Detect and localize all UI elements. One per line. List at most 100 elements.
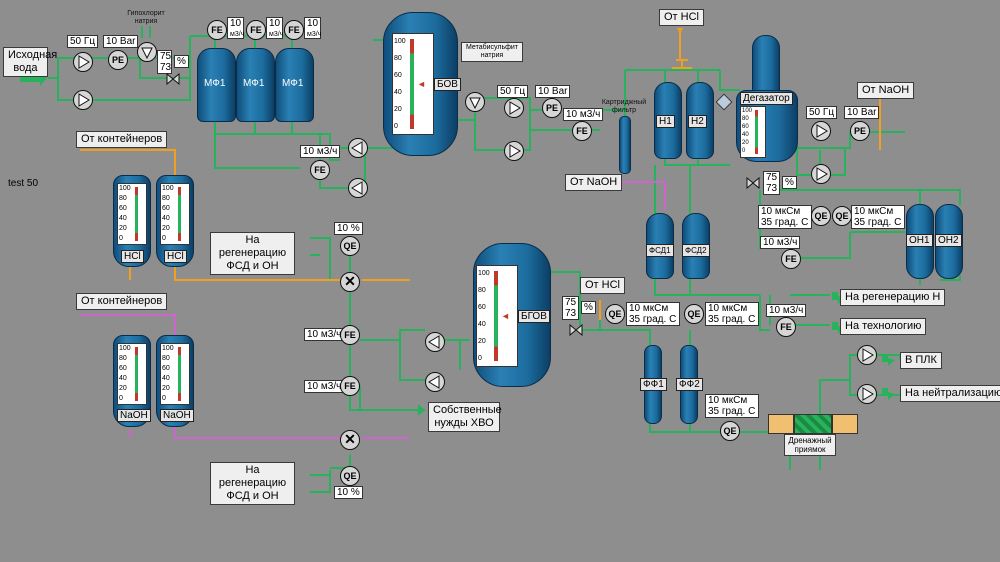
on-flow: 10 м3/ч [760, 236, 801, 249]
pe-bov[interactable]: PE [542, 98, 562, 118]
fe-mf1[interactable]: FE [207, 20, 227, 40]
fe-mid-b[interactable]: FE [340, 376, 360, 396]
pump-frequency: 50 Гц [67, 35, 99, 48]
bgov-hcl-label: От HCl [580, 277, 625, 294]
hcl-concentration: 10 % [334, 222, 363, 235]
naoh-mid-label: От NaOH [565, 174, 623, 191]
h1-name: Н1 [656, 115, 675, 128]
right-pressure: 10 Bar [844, 106, 880, 119]
test-label: test 50 [8, 178, 39, 189]
mid-flow-b: 10 м3/ч [304, 380, 345, 393]
qe-on-a[interactable]: QE [811, 206, 831, 226]
mf2-tank[interactable] [236, 48, 275, 122]
bov-return-flow: 10 м3/ч [300, 145, 341, 158]
fe-bov-return[interactable]: FE [310, 160, 330, 180]
bov-pressure: 10 Bar [535, 85, 571, 98]
inlet-pump-1[interactable] [73, 52, 93, 72]
naoh-concentration: 10 % [334, 486, 363, 499]
bov-return-pump-2[interactable] [348, 178, 368, 198]
bov-name: БОВ [434, 78, 461, 91]
plc-label: В ПЛК [900, 352, 942, 369]
dosing-pct-unit: % [174, 55, 189, 68]
fe-mf3[interactable]: FE [284, 20, 304, 40]
drain-pit-left [768, 414, 794, 434]
naoh-tank-1-name: NaOH [117, 409, 151, 422]
naoh-mixer[interactable]: ✕ [340, 430, 360, 450]
mf1-tank[interactable] [197, 48, 236, 122]
drain-pump-1[interactable] [857, 345, 877, 365]
hypochlorite-arrow [141, 26, 151, 38]
drain-pit-water [794, 414, 832, 434]
fsd1-name: ФСД1 [646, 244, 674, 257]
qe-bgov-1[interactable]: QE [605, 304, 625, 324]
bgov-valve[interactable] [569, 324, 583, 336]
hcl-regen-label: На регенерацию ФСД и ОН [210, 232, 295, 275]
qe-ff[interactable]: QE [720, 421, 740, 441]
fe-tech[interactable]: FE [776, 317, 796, 337]
fe-cartridge[interactable]: FE [572, 121, 592, 141]
cartridge-inlet-flow: 10 м3/ч [563, 108, 604, 121]
metabisulfite-label: Метабисульфит натрия [461, 42, 523, 62]
naoh-from-containers: От контейнеров [76, 293, 168, 310]
qe-bgov-2[interactable]: QE [684, 304, 704, 324]
mf3-name: МФ1 [282, 78, 304, 89]
ff2-name: ФФ2 [676, 378, 703, 391]
hcl-top-label: От HCl [659, 9, 704, 26]
degasser-pump-1[interactable] [811, 121, 831, 141]
hcl-mixer[interactable]: ✕ [340, 272, 360, 292]
naoh-mid-pct: % [782, 176, 797, 189]
metabisulfite-dosing-pump[interactable] [465, 92, 485, 112]
hypochlorite-dosing-pump[interactable] [137, 42, 157, 62]
fe-on[interactable]: FE [781, 249, 801, 269]
cartridge-filter[interactable] [619, 116, 631, 174]
qe-hcl[interactable]: QE [340, 236, 360, 256]
cartridge-filter-label: Картриджный фильтр [601, 99, 647, 114]
pe-degasser[interactable]: PE [850, 121, 870, 141]
bov-pump-1[interactable] [504, 98, 524, 118]
mf2-name: МФ1 [243, 78, 265, 89]
naoh-mid-valve[interactable] [746, 177, 760, 189]
qe-naoh[interactable]: QE [340, 466, 360, 486]
on2-name: ОН2 [935, 234, 962, 247]
bov-pump-2[interactable] [504, 141, 524, 161]
fe-mf2[interactable]: FE [246, 20, 266, 40]
qe-on-b[interactable]: QE [832, 206, 852, 226]
bgov-return-pump-1[interactable] [425, 332, 445, 352]
hcl-dosing-valve[interactable] [670, 58, 694, 72]
drain-pit-label: Дренажный приямок [784, 434, 836, 456]
degasser-pump-2[interactable] [811, 164, 831, 184]
inlet-pump-2[interactable] [73, 90, 93, 110]
hypochlorite-label: Гипохлорит натрия [127, 10, 165, 25]
inlet-pressure: 10 Bar [103, 35, 139, 48]
hcl-tank-2-name: HCl [164, 250, 187, 263]
own-needs-label: Собственные нужды ХВО [428, 402, 502, 432]
neutral-label: На нейтрализацию [900, 385, 1000, 402]
mid-flow-a: 10 м3/ч [304, 328, 345, 341]
bgov-return-pump-2[interactable] [425, 372, 445, 392]
fe-mid-a[interactable]: FE [340, 325, 360, 345]
pressure-sensor-pe[interactable]: PE [108, 50, 128, 70]
hcl-tank-1-name: HCl [121, 250, 144, 263]
mf3-tank[interactable] [275, 48, 314, 122]
degasser-column[interactable] [752, 35, 780, 97]
hcl-from-containers: От контейнеров [76, 131, 168, 148]
drain-pump-2[interactable] [857, 384, 877, 404]
naoh-tank-2-name: NaOH [160, 409, 194, 422]
bov-return-pump-1[interactable] [348, 138, 368, 158]
bgov-name: БГОВ [518, 310, 550, 323]
dosing-valve[interactable] [166, 73, 180, 85]
